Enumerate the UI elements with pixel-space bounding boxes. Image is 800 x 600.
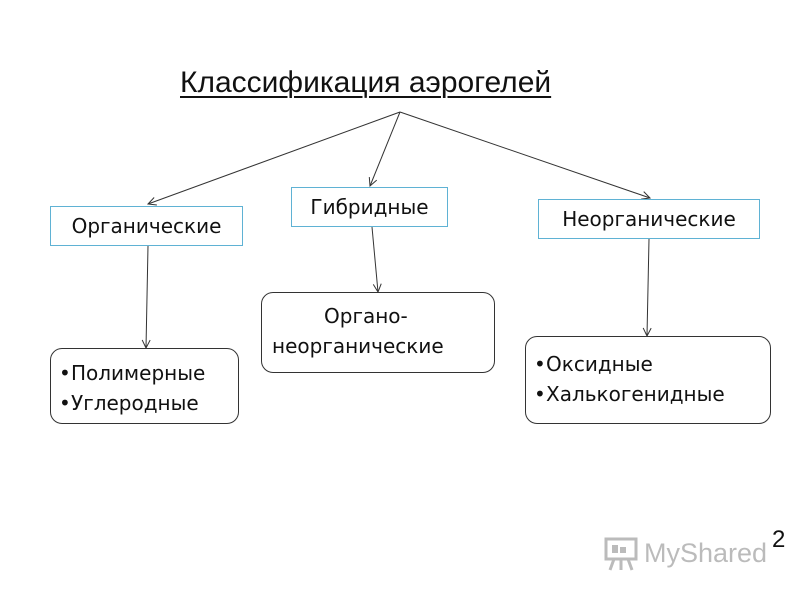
category-organic-box: Органические xyxy=(50,206,243,246)
watermark: MyShared xyxy=(604,536,768,572)
arrow-root-to-organic xyxy=(148,111,401,204)
category-hybrid-box: Гибридные xyxy=(291,187,448,227)
arrow-organic-to-leaf xyxy=(146,245,148,348)
slide-number: 2 xyxy=(772,526,786,553)
organic-type-item: Полимерные xyxy=(59,358,205,388)
category-inorganic-label: Неорганические xyxy=(562,207,736,231)
organic-type-item: Углеродные xyxy=(59,388,205,418)
diagram-title: Классификация аэрогелей xyxy=(180,66,552,99)
category-hybrid-label: Гибридные xyxy=(310,195,429,219)
hybrid-type-line: неорганические xyxy=(272,334,444,358)
inorganic-type-item: Оксидные xyxy=(534,349,725,379)
hybrid-type-line: Органо- xyxy=(324,304,408,328)
organic-types-list: Полимерные Углеродные xyxy=(59,358,205,418)
inorganic-types-list: Оксидные Халькогенидные xyxy=(534,349,725,409)
arrow-root-to-inorganic xyxy=(399,111,650,198)
organic-types-box: Полимерные Углеродные xyxy=(50,348,239,424)
hybrid-types-box: Органо- неорганические xyxy=(261,292,495,373)
category-organic-label: Органические xyxy=(71,214,222,238)
arrow-inorganic-to-leaf xyxy=(647,238,649,336)
watermark-text: MyShared xyxy=(644,538,768,568)
arrow-root-to-hybrid xyxy=(370,111,401,186)
inorganic-types-box: Оксидные Халькогенидные xyxy=(525,336,771,424)
arrow-hybrid-to-leaf xyxy=(371,226,378,292)
presentation-board-icon xyxy=(604,537,638,571)
inorganic-type-item: Халькогенидные xyxy=(534,379,725,409)
hybrid-types-text: Органо- неорганические xyxy=(272,301,444,361)
category-inorganic-box: Неорганические xyxy=(538,199,760,239)
